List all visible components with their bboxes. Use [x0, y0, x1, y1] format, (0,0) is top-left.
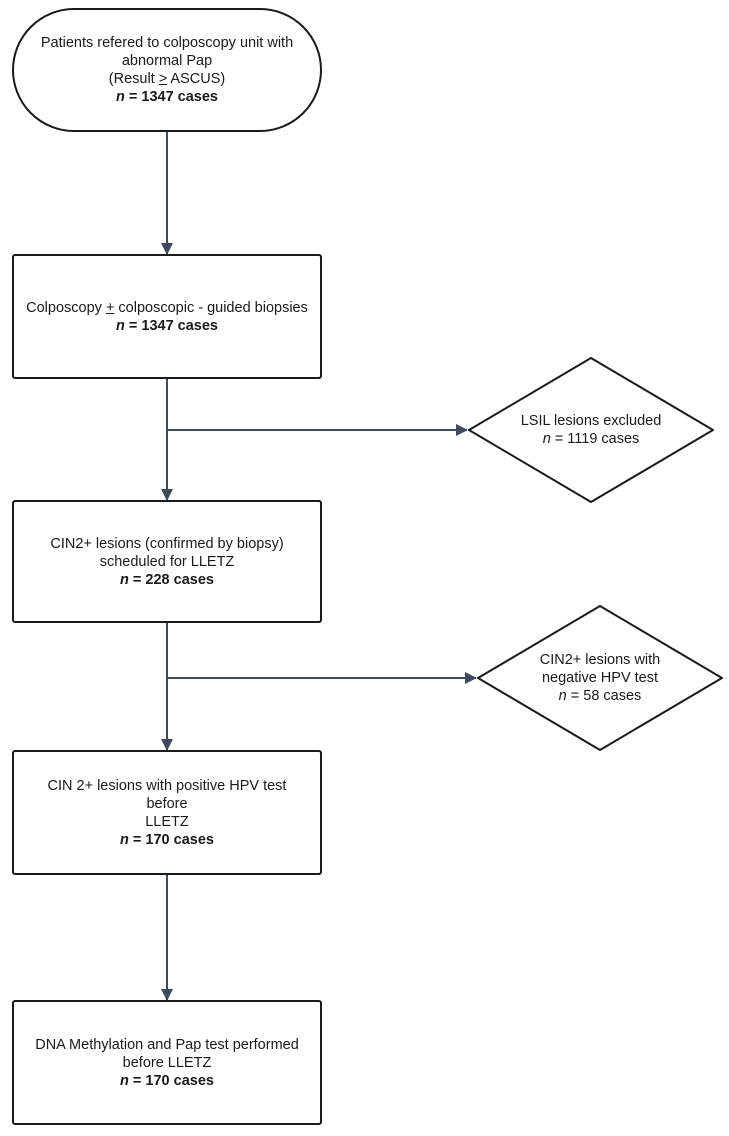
lsil-count: n = 1119 cases	[542, 431, 640, 447]
colposcopy-node: Colposcopy + colposcopic - guided biopsi…	[12, 254, 322, 379]
start-line-1: Patients refered to colposcopy unit with	[40, 35, 294, 51]
cin2-count: n = 228 cases	[120, 571, 214, 588]
start-line-3: (Result > ASCUS)	[108, 71, 226, 87]
hpv-negative-line-1: CIN2+ lesions with	[539, 652, 661, 668]
lsil-excluded-node: LSIL lesions excluded n = 1119 cases	[467, 356, 715, 504]
hpv-positive-line-1: CIN 2+ lesions with positive HPV test be…	[47, 777, 287, 812]
hpv-positive-count: n = 170 cases	[120, 831, 214, 848]
methylation-line-2: before LLETZ	[122, 1054, 212, 1071]
methylation-node: DNA Methylation and Pap test performed b…	[12, 1000, 322, 1125]
lsil-diamond-shape	[468, 357, 714, 503]
hpv-negative-diamond-shape	[477, 605, 723, 751]
hpv-positive-node: CIN 2+ lesions with positive HPV test be…	[12, 750, 322, 875]
methylation-line-1: DNA Methylation and Pap test performed	[35, 1036, 299, 1053]
cin2-scheduled-node: CIN2+ lesions (confirmed by biopsy) sche…	[12, 500, 322, 623]
colposcopy-count: n = 1347 cases	[116, 317, 218, 334]
lsil-line-1: LSIL lesions excluded	[520, 413, 662, 429]
hpv-negative-node: CIN2+ lesions with negative HPV test n =…	[476, 604, 724, 752]
hpv-negative-line-2: negative HPV test	[541, 670, 659, 686]
start-count: n = 1347 cases	[116, 89, 218, 105]
methylation-count: n = 170 cases	[120, 1072, 214, 1089]
start-line-2: abnormal Pap	[121, 53, 213, 69]
cin2-line-1: CIN2+ lesions (confirmed by biopsy)	[50, 535, 284, 552]
cin2-line-2: scheduled for LLETZ	[99, 553, 235, 570]
hpv-positive-line-2: LLETZ	[145, 813, 189, 830]
hpv-negative-count: n = 58 cases	[558, 688, 642, 704]
start-node: Patients refered to colposcopy unit with…	[12, 8, 322, 132]
colposcopy-line-1: Colposcopy + colposcopic - guided biopsi…	[26, 299, 308, 316]
